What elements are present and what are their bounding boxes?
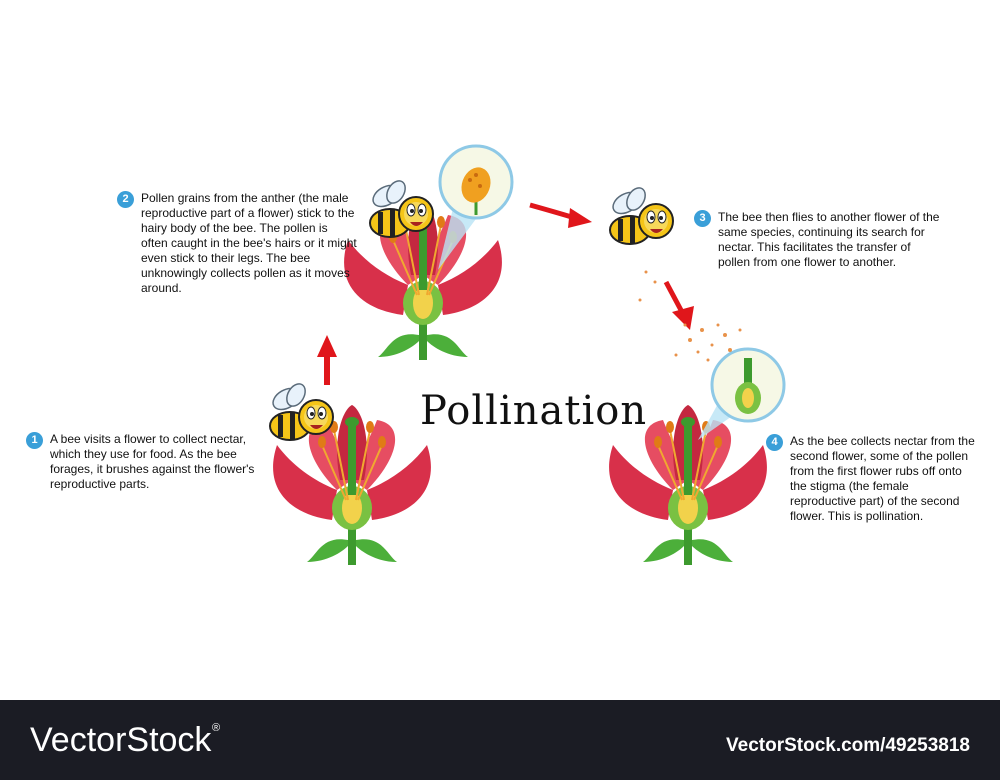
- watermark-bar: [0, 700, 1000, 780]
- step-4: 4 As the bee collects nectar from the se…: [766, 434, 981, 534]
- step-1-text: A bee visits a flower to collect nectar,…: [50, 432, 255, 491]
- arrow-down: [663, 280, 685, 314]
- step-3-badge: 3: [694, 210, 711, 227]
- step-4-badge: 4: [766, 434, 783, 451]
- bee-step-1: [268, 379, 334, 441]
- step-1: 1 A bee visits a flower to collect necta…: [26, 432, 276, 502]
- arrow-right-head: [568, 208, 592, 228]
- bee-step-3: [608, 183, 674, 245]
- magnifier-anther: [438, 144, 514, 270]
- step-3: 3 The bee then flies to another flower o…: [694, 210, 944, 290]
- bee-step-2: [368, 176, 434, 238]
- step-2: 2 Pollen grains from the anther (the mal…: [117, 191, 362, 311]
- step-2-badge: 2: [117, 191, 134, 208]
- watermark-registered: ®: [212, 722, 221, 734]
- watermark-image-id: VectorStock.com/49253818: [726, 735, 970, 756]
- step-2-text: Pollen grains from the anther (the male …: [141, 191, 357, 295]
- arrow-up: [317, 335, 337, 385]
- diagram-title: Pollination: [420, 388, 648, 434]
- magnifier-stigma: [698, 347, 786, 440]
- arrow-down-head: [672, 306, 694, 330]
- pollen-particles: [638, 270, 742, 362]
- watermark-brand: VectorStock: [30, 721, 212, 759]
- step-4-text: As the bee collects nectar from the seco…: [790, 434, 975, 523]
- step-1-badge: 1: [26, 432, 43, 449]
- diagram-canvas: [268, 144, 786, 566]
- step-3-text: The bee then flies to another flower of …: [718, 210, 940, 269]
- arrow-right: [529, 202, 576, 221]
- diagram-graphics: [268, 144, 786, 566]
